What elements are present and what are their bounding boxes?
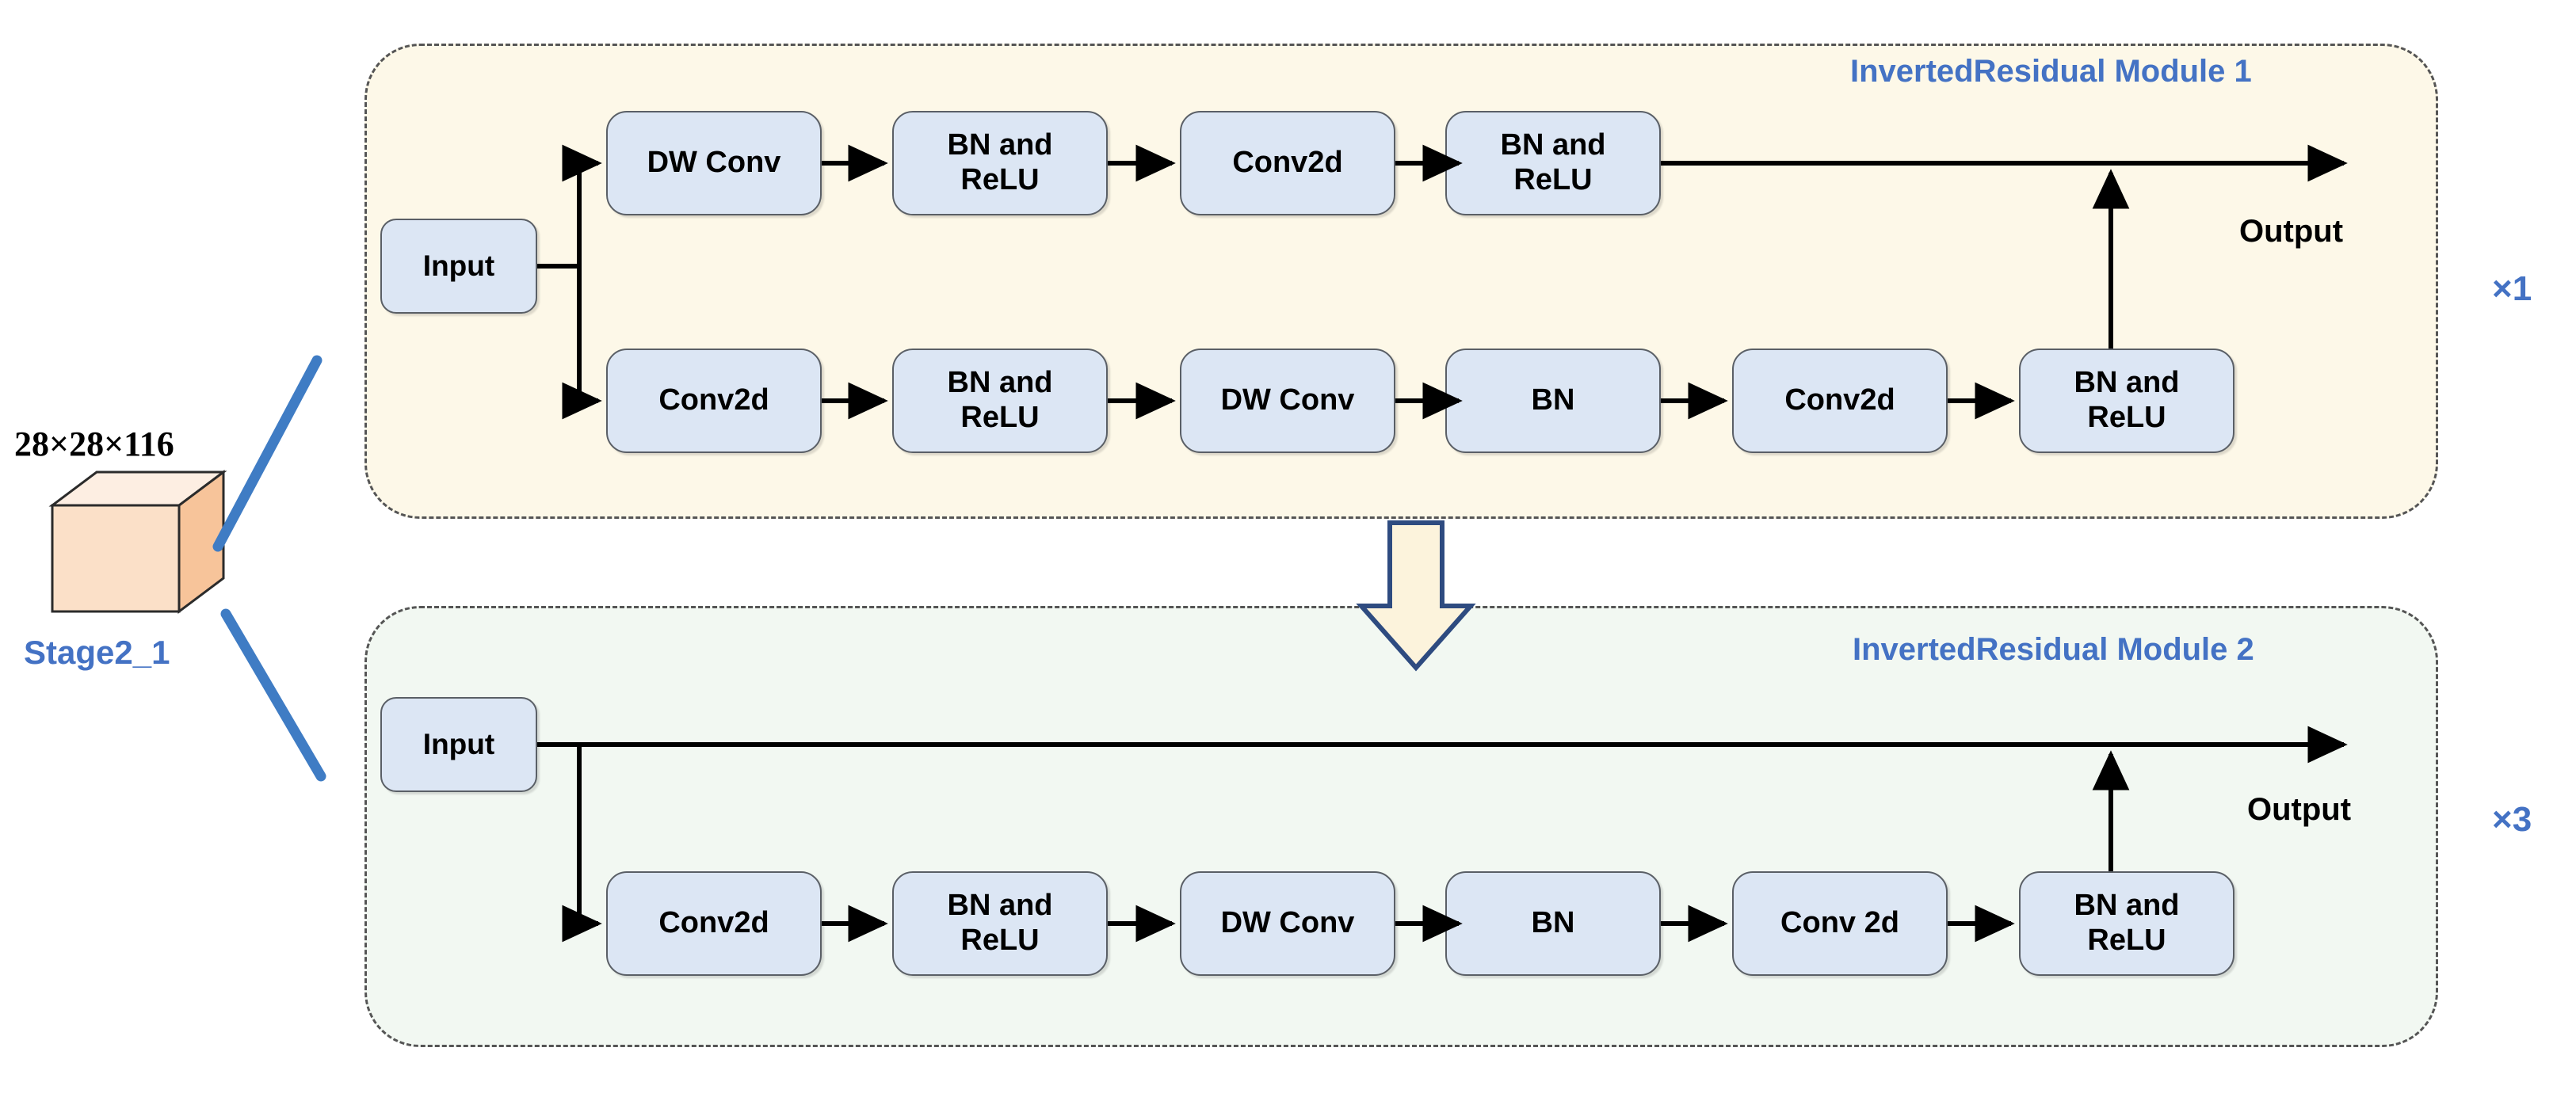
module-1-bottom-node-conv2d-1[interactable]: Conv2d: [606, 349, 822, 453]
cube-branch-connectors: [212, 355, 326, 782]
tensor-dimensions-label: 28×28×116: [14, 425, 174, 463]
module-2-input-node[interactable]: Input: [380, 697, 537, 792]
module-1-input-node[interactable]: Input: [380, 219, 537, 314]
module-1-bottom-node-dw-conv[interactable]: DW Conv: [1180, 349, 1395, 453]
module-1-title: InvertedResidual Module 1: [1850, 54, 2252, 89]
module-2-bottom-node-conv-2d[interactable]: Conv 2d: [1732, 871, 1948, 976]
module-1-output-label: Output: [2239, 214, 2344, 249]
module-2-bottom-node-bn[interactable]: BN: [1445, 871, 1661, 976]
tensor-cube-icon: [48, 470, 227, 614]
module-2-title: InvertedResidual Module 2: [1853, 632, 2254, 667]
stage-label: Stage2_1: [24, 634, 170, 671]
module-1-bottom-node-bn[interactable]: BN: [1445, 349, 1661, 453]
module-1-bottom-node-conv2d-2[interactable]: Conv2d: [1732, 349, 1948, 453]
module-2-repeat-count: ×3: [2492, 800, 2532, 839]
module-1-top-node-conv2d[interactable]: Conv2d: [1180, 111, 1395, 215]
module-1-repeat-count: ×1: [2492, 269, 2532, 308]
module-2-output-label: Output: [2247, 792, 2352, 827]
module-2-bottom-node-conv2d-1[interactable]: Conv2d: [606, 871, 822, 976]
module-2-bottom-node-dw-conv[interactable]: DW Conv: [1180, 871, 1395, 976]
inverted-residual-module-2-container: [364, 606, 2438, 1047]
module-1-top-node-dw-conv[interactable]: DW Conv: [606, 111, 822, 215]
